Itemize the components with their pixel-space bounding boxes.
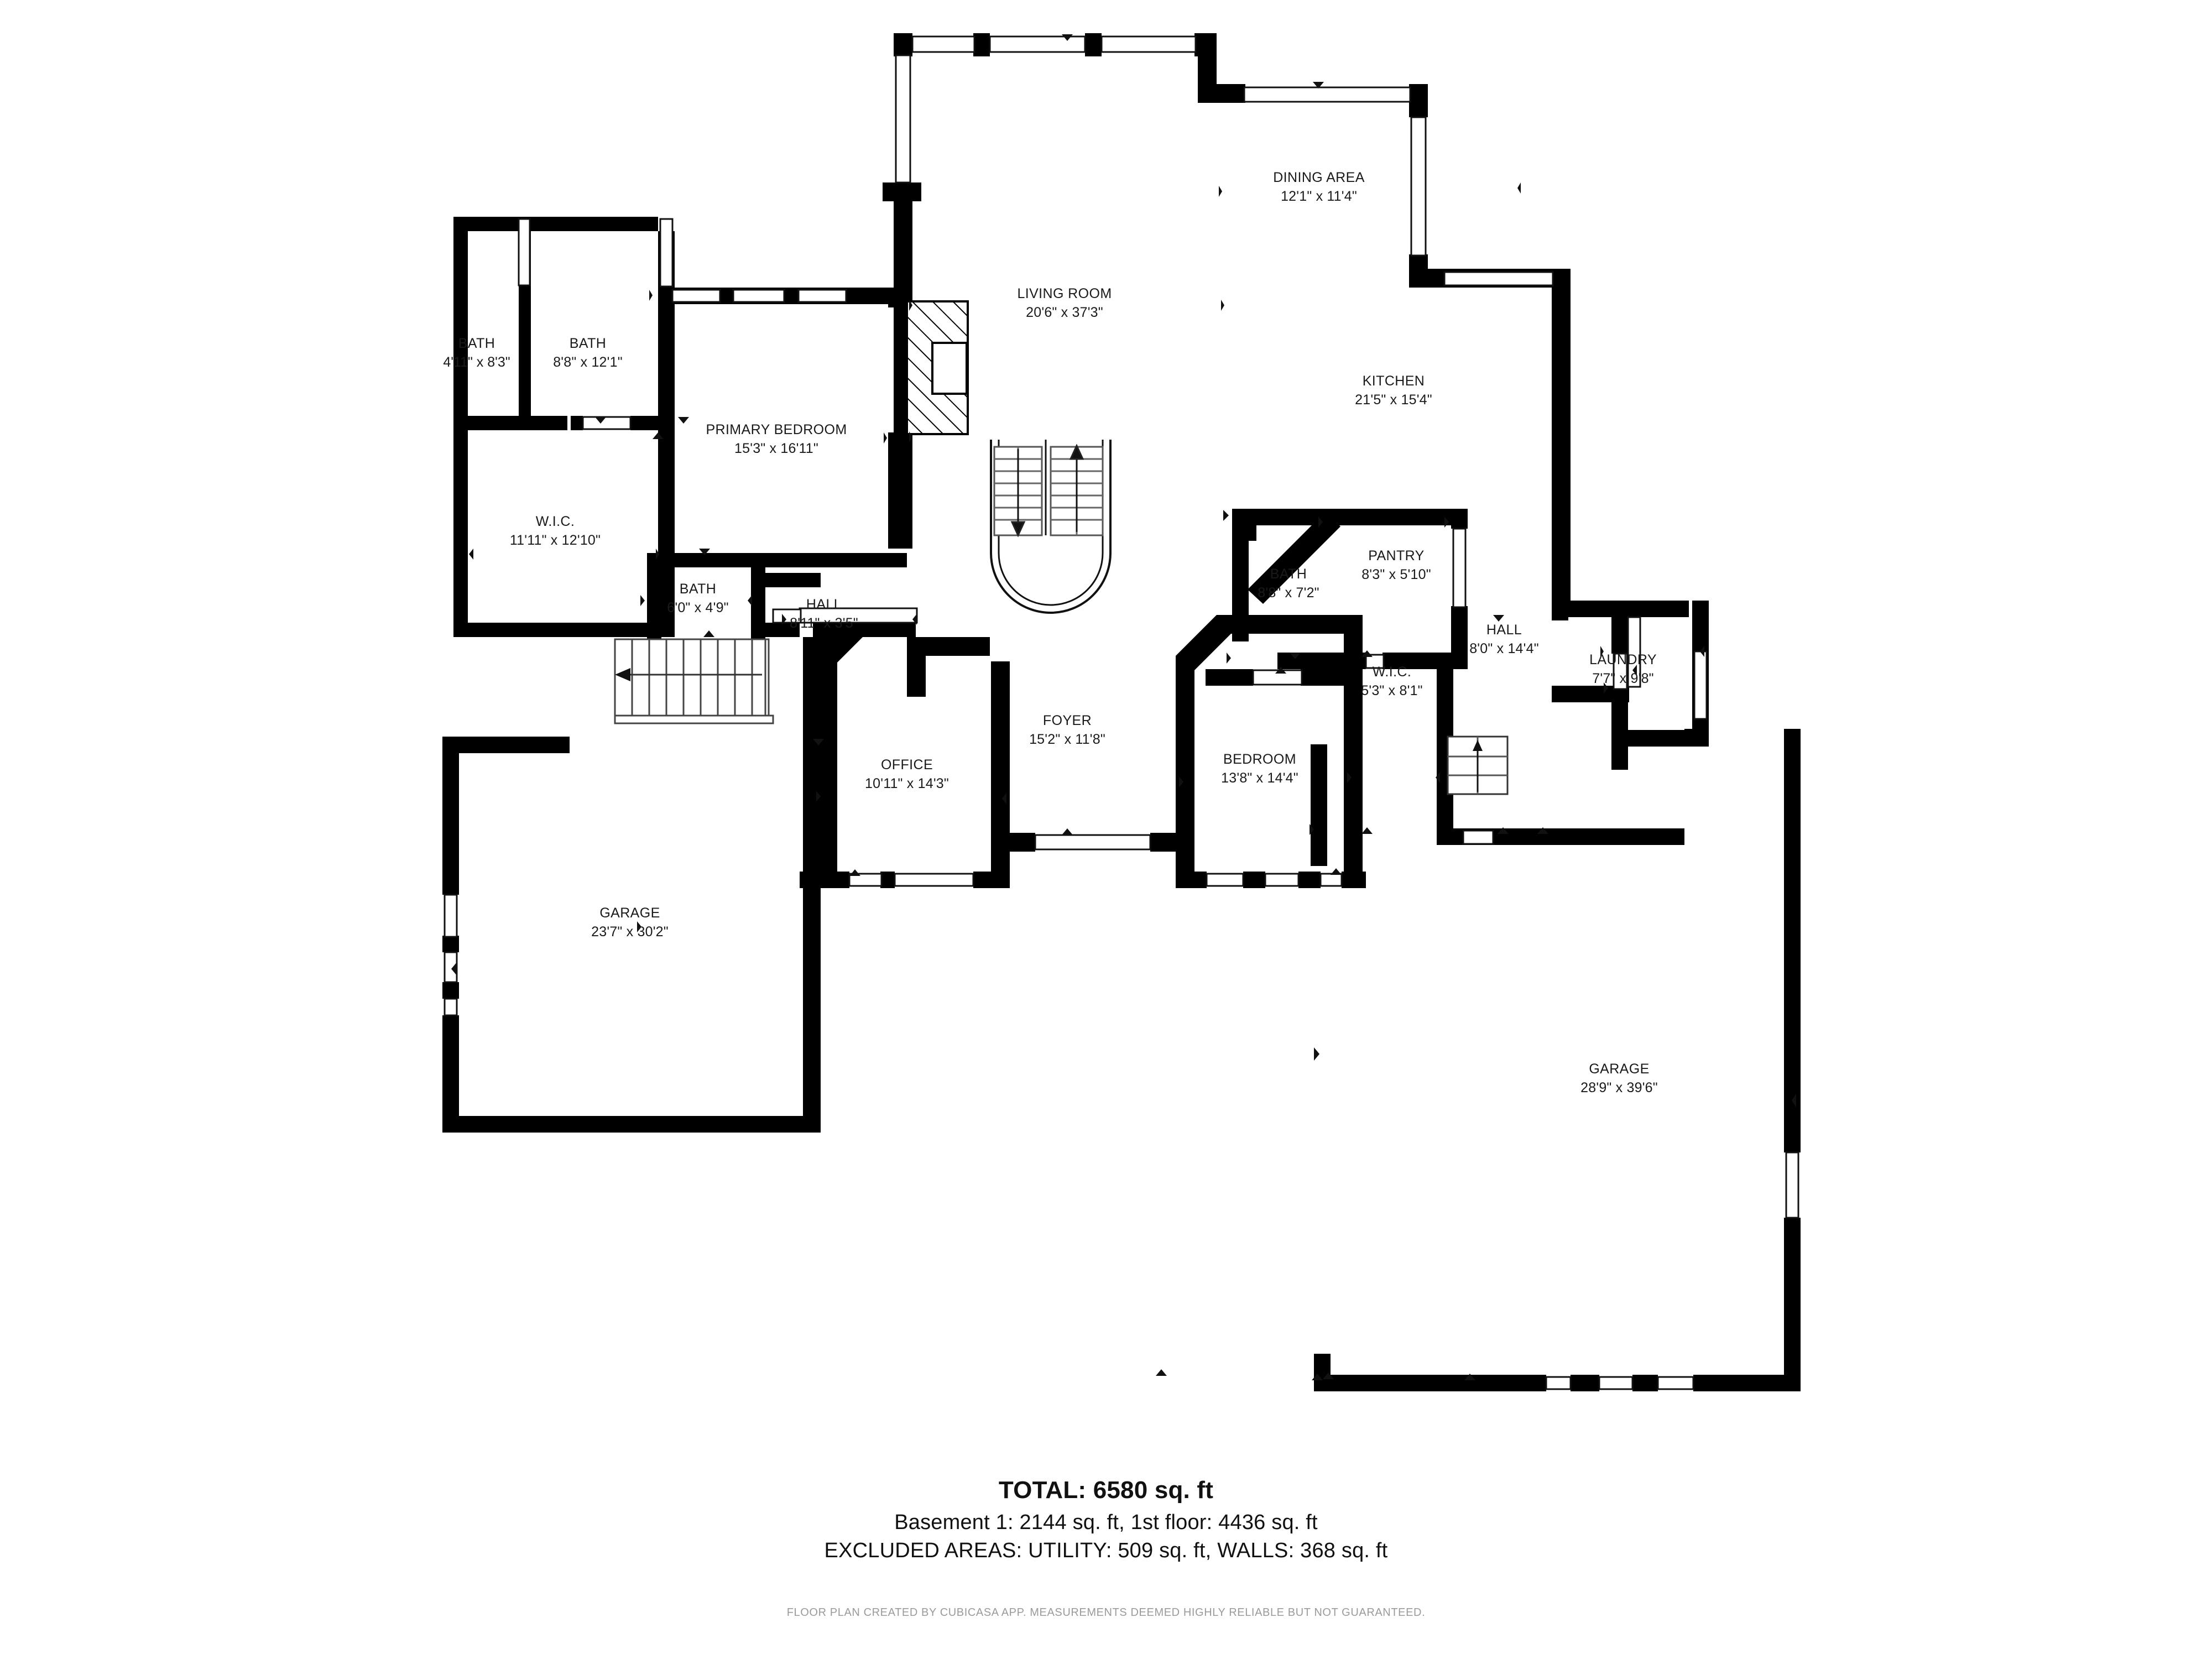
disclaimer-text: FLOOR PLAN CREATED BY CUBICASA APP. MEAS…	[786, 1606, 1426, 1619]
wall-group	[442, 33, 1801, 1391]
hall-step-staircase	[1447, 735, 1509, 795]
floor-breakdown-label: Basement 1: 2144 sq. ft, 1st floor: 4436…	[894, 1511, 1318, 1534]
excluded-areas-label: EXCLUDED AREAS: UTILITY: 509 sq. ft, WAL…	[824, 1539, 1388, 1562]
area-summary: TOTAL: 6580 sq. ft Basement 1: 2144 sq. …	[0, 1477, 2212, 1567]
total-area-label: TOTAL: 6580 sq. ft	[998, 1477, 1214, 1504]
garage-staircase	[614, 638, 774, 724]
door-marker-group	[451, 34, 1796, 1380]
main-staircase	[990, 440, 1112, 614]
window-group	[444, 35, 1799, 1390]
